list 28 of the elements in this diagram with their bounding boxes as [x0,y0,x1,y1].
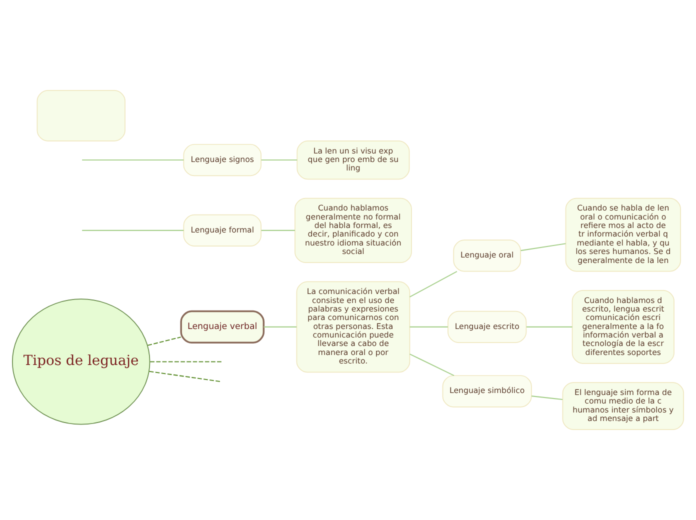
node-box: La len un si visu exp que gen pro emb de su ling [296,140,410,180]
connector [150,361,222,362]
node-box [36,90,126,142]
node-box: Cuando se habla de len oral o comunicación o refiere mos al acto de tr información verbal q mediante el habla, y qu los seres humanos. Se d generalmente de la len [565,198,681,272]
node-box: Lenguaje oral [453,240,521,272]
node-box: Cuando hablamos d escrito, lengua escrit comunicación escri generalmente a la fo información verbal a tecnología de la escr diferentes soportes [572,290,674,364]
connector [149,370,222,382]
node-box: Lenguaje simbólico [442,375,532,408]
connector [264,326,297,328]
connector [82,160,184,161]
connector [148,336,181,346]
node-box: La comunicación verbal consiste en el uso de palabras y expresiones para comunicarnos con otras personas. Esta comunicación puede llevarse a cabo de manera oral o por escrito. [296,281,410,373]
connector [520,243,566,252]
connector [261,230,295,231]
node-box: Lenguaje formal [183,214,262,247]
connector [532,396,563,400]
connector [526,326,572,328]
connector [410,354,454,376]
connector [410,270,458,298]
node-box: Cuando hablamos generalmente no formal del habla formal, es decir, planificado y con nuestro idioma situación social [294,198,412,264]
node-circle: Tipos de leguaje [12,298,150,425]
node-box: Lenguaje escrito [448,310,527,344]
node-box: Lenguaje verbal [180,310,265,344]
connector [82,230,184,231]
connector [261,160,298,161]
connector [410,326,448,328]
node-box: Lenguaje signos [183,144,262,176]
node-box: El lenguaje sim forma de comu medio de la c humanos inter símbolos y ad mensaje a part [562,382,684,430]
